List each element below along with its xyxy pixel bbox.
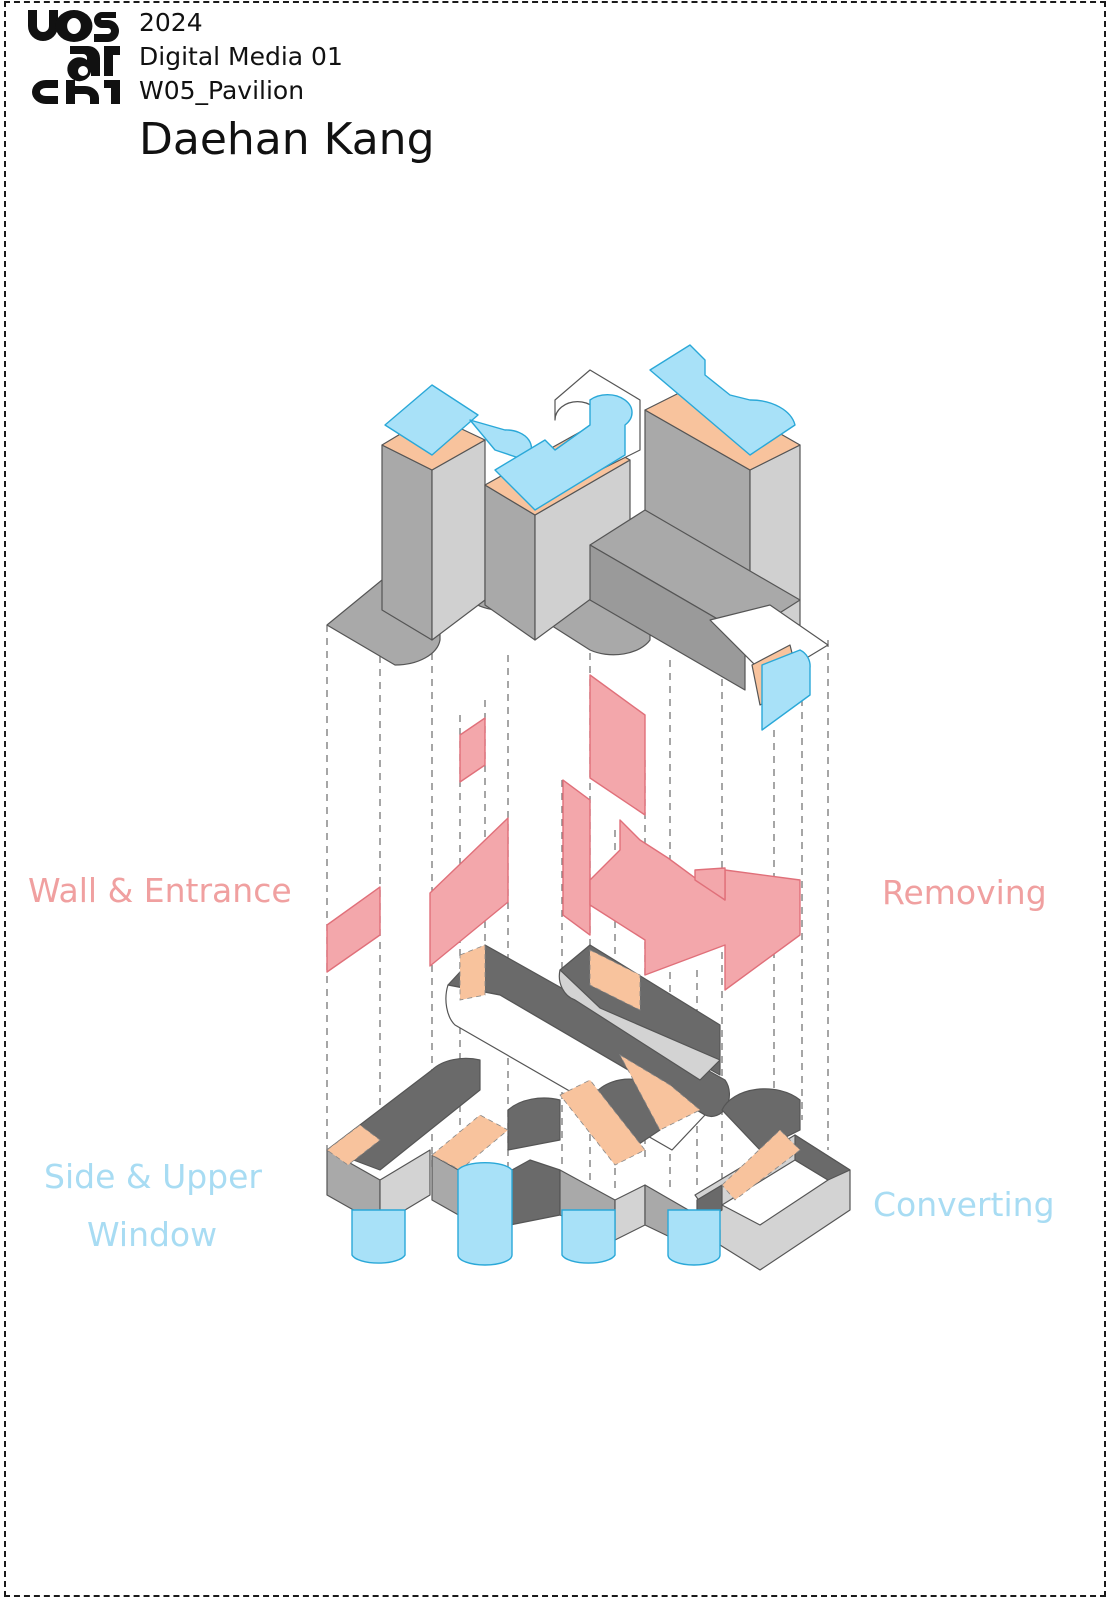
wall-far-left xyxy=(326,886,381,973)
wall-layer xyxy=(326,674,801,991)
glass-roof-mid xyxy=(494,393,633,511)
glass-roof-right xyxy=(649,344,796,456)
tower-left-side xyxy=(431,439,486,641)
glass-window-2 xyxy=(457,1161,513,1266)
page-frame xyxy=(4,1,1106,1597)
bar-front xyxy=(589,544,746,691)
glass-window-4 xyxy=(667,1209,721,1266)
floor-stripes xyxy=(326,944,801,1201)
run-2-arch xyxy=(507,1097,561,1151)
floor-stripe-4 xyxy=(559,1079,646,1166)
long-wall-second-cap xyxy=(558,969,721,1081)
lower-glass xyxy=(351,1161,721,1266)
floor-stripe-5 xyxy=(618,1053,701,1131)
floor-stripe-2 xyxy=(431,1114,509,1171)
wall-tall-mid xyxy=(589,674,646,816)
floor-stripe-1 xyxy=(326,1124,381,1166)
floor-stripe-6 xyxy=(589,949,641,1011)
header-year: 2024 xyxy=(139,8,203,37)
floor-stripe-3 xyxy=(459,944,486,1001)
run-3-side xyxy=(614,1184,646,1241)
header-course: Digital Media 01 xyxy=(139,42,343,71)
label-converting: Converting xyxy=(873,1185,1055,1224)
wall-small-top xyxy=(459,717,486,783)
wall-right-step xyxy=(694,867,726,901)
label-window: Window xyxy=(87,1215,218,1254)
wall-right-group xyxy=(589,819,801,991)
label-removing: Removing xyxy=(882,873,1047,912)
label-side-upper: Side & Upper xyxy=(44,1157,262,1196)
glass-window-1 xyxy=(351,1209,406,1264)
lower-base xyxy=(326,944,851,1271)
header-assignment: W05_Pavilion xyxy=(139,76,305,105)
label-wall-entrance: Wall & Entrance xyxy=(28,871,292,910)
tower-left-front xyxy=(381,444,433,641)
glass-window-3 xyxy=(561,1209,616,1264)
header-author: Daehan Kang xyxy=(139,114,435,165)
glass-roof-left xyxy=(384,384,479,456)
wall-mid-left xyxy=(429,817,509,967)
floor-stripe-7 xyxy=(721,1129,801,1201)
uos-arch-logo xyxy=(28,10,120,104)
glass-end-window xyxy=(761,649,811,731)
wall-center-vert xyxy=(562,779,591,936)
upper-glass xyxy=(384,344,811,731)
